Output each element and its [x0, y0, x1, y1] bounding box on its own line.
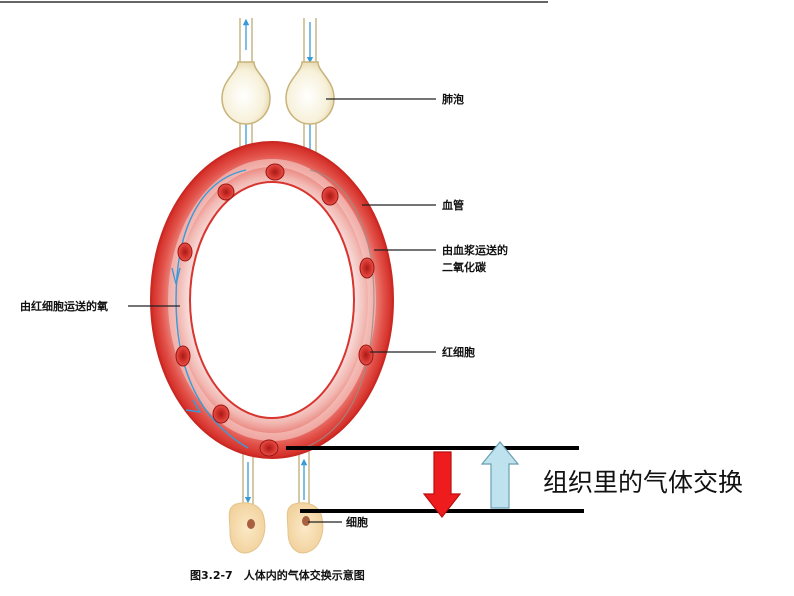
oxygen-flow-path [171, 169, 249, 449]
co2-label-line1: 由血浆运送的 [442, 243, 508, 257]
tissue-cell-left [228, 502, 266, 554]
tissue-cell-right [286, 502, 324, 554]
red-blood-cell [259, 439, 279, 457]
red-blood-cell-label: 红细胞 [442, 345, 475, 359]
red-blood-cell [217, 183, 235, 201]
oxygen-label: 由红细胞运送的氧 [20, 299, 108, 313]
red-blood-cells [175, 163, 375, 457]
exchange-label: 组织里的气体交换 [543, 468, 743, 497]
red-blood-cell [359, 257, 375, 279]
cell-label: 细胞 [346, 515, 368, 529]
alveolus-left [221, 61, 271, 125]
alveolus-label: 肺泡 [442, 92, 464, 106]
red-blood-cell [175, 345, 191, 367]
down-arrow-icon [422, 451, 462, 518]
cell-ducts [242, 450, 310, 510]
red-blood-cell [265, 163, 285, 181]
red-blood-cell [321, 186, 339, 206]
blood-vessel-label: 血管 [442, 198, 464, 212]
up-arrow-icon [480, 441, 520, 509]
red-blood-cell [212, 404, 230, 424]
co2-flow-path [303, 169, 375, 449]
figure-caption: 图3.2-7 人体内的气体交换示意图 [190, 568, 365, 582]
alveolus-right [285, 61, 335, 125]
red-blood-cell [177, 242, 193, 262]
blood-vessel-ring [150, 141, 394, 459]
co2-label-line2: 二氧化碳 [442, 260, 487, 274]
red-blood-cell [358, 344, 374, 366]
leader-lines [128, 98, 436, 523]
